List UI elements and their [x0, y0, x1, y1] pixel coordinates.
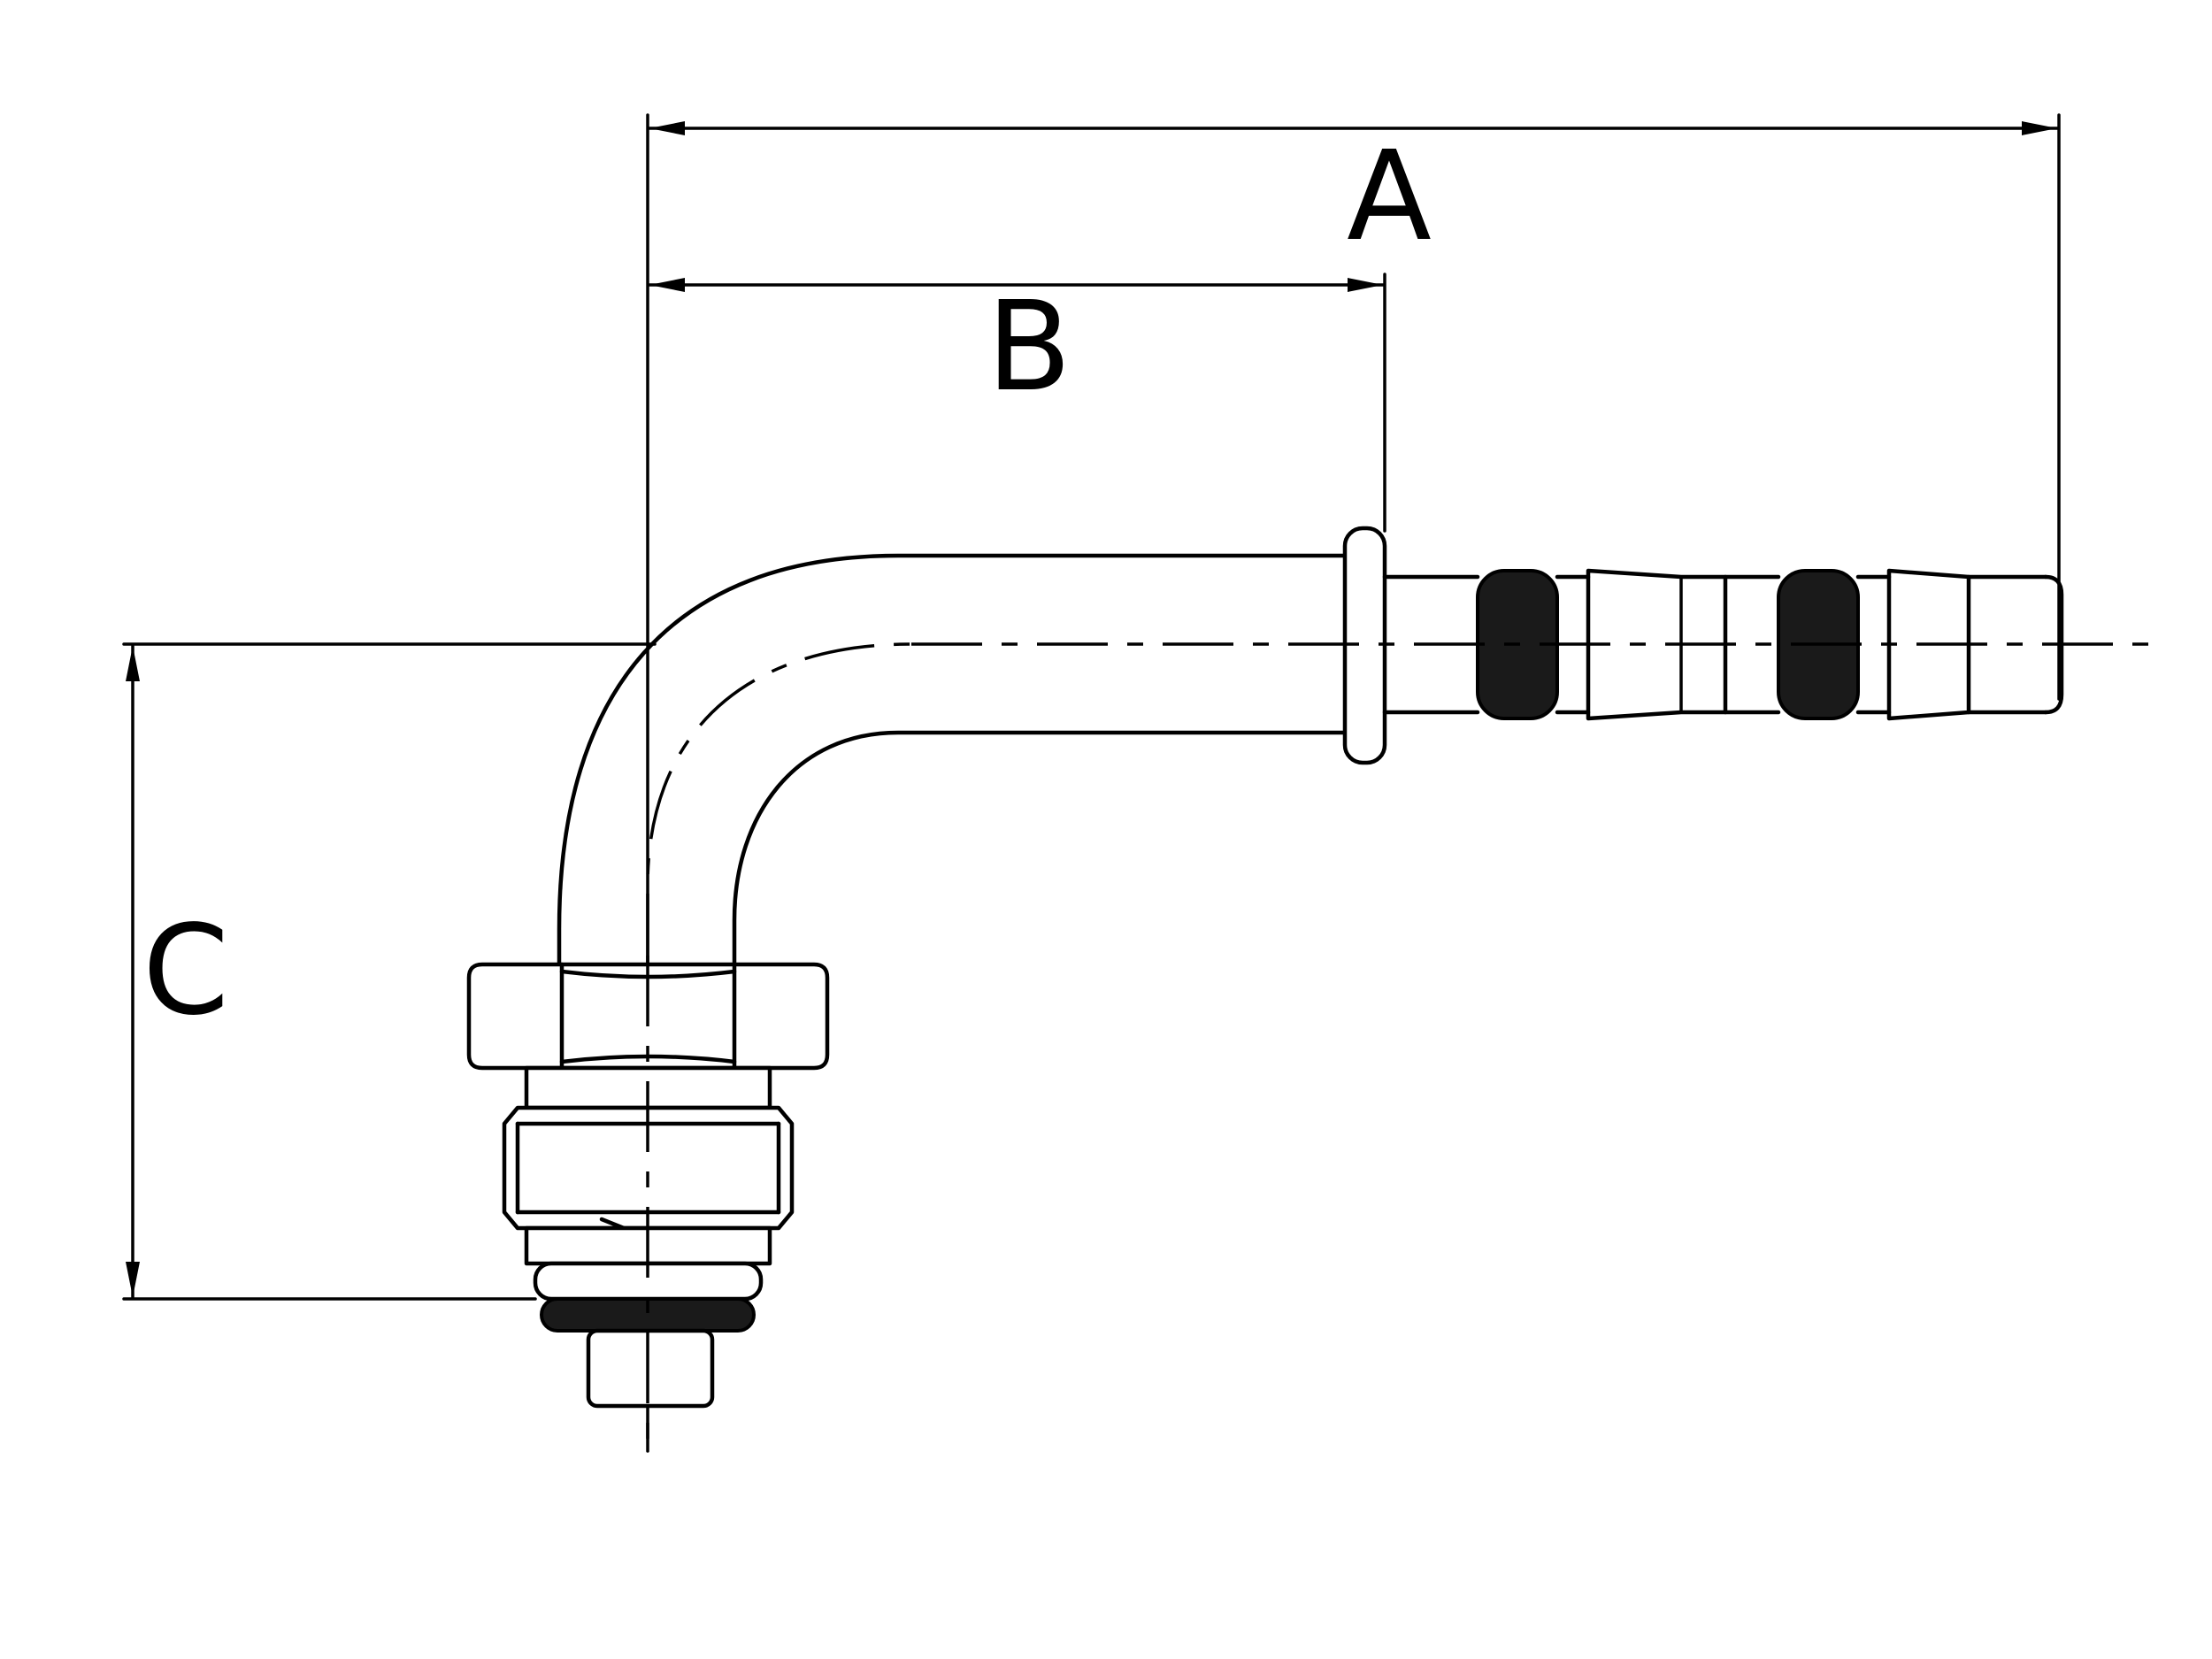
dimension-a: A: [646, 113, 2061, 1453]
spigot-tip: [586, 1328, 715, 1409]
thread-section: [502, 1105, 795, 1231]
tube-outer-contour: [557, 553, 1348, 967]
dimension-b: B: [648, 273, 1386, 533]
dimension-b-label: B: [987, 275, 1071, 419]
dimension-c-label: C: [142, 899, 229, 1043]
bent-tube: [557, 553, 1348, 967]
tube-bend-centerline: [646, 642, 912, 964]
dimension-a-label: A: [1347, 125, 1432, 269]
dimension-c: C: [122, 642, 657, 1301]
tube-inner-contour: [732, 730, 1348, 967]
